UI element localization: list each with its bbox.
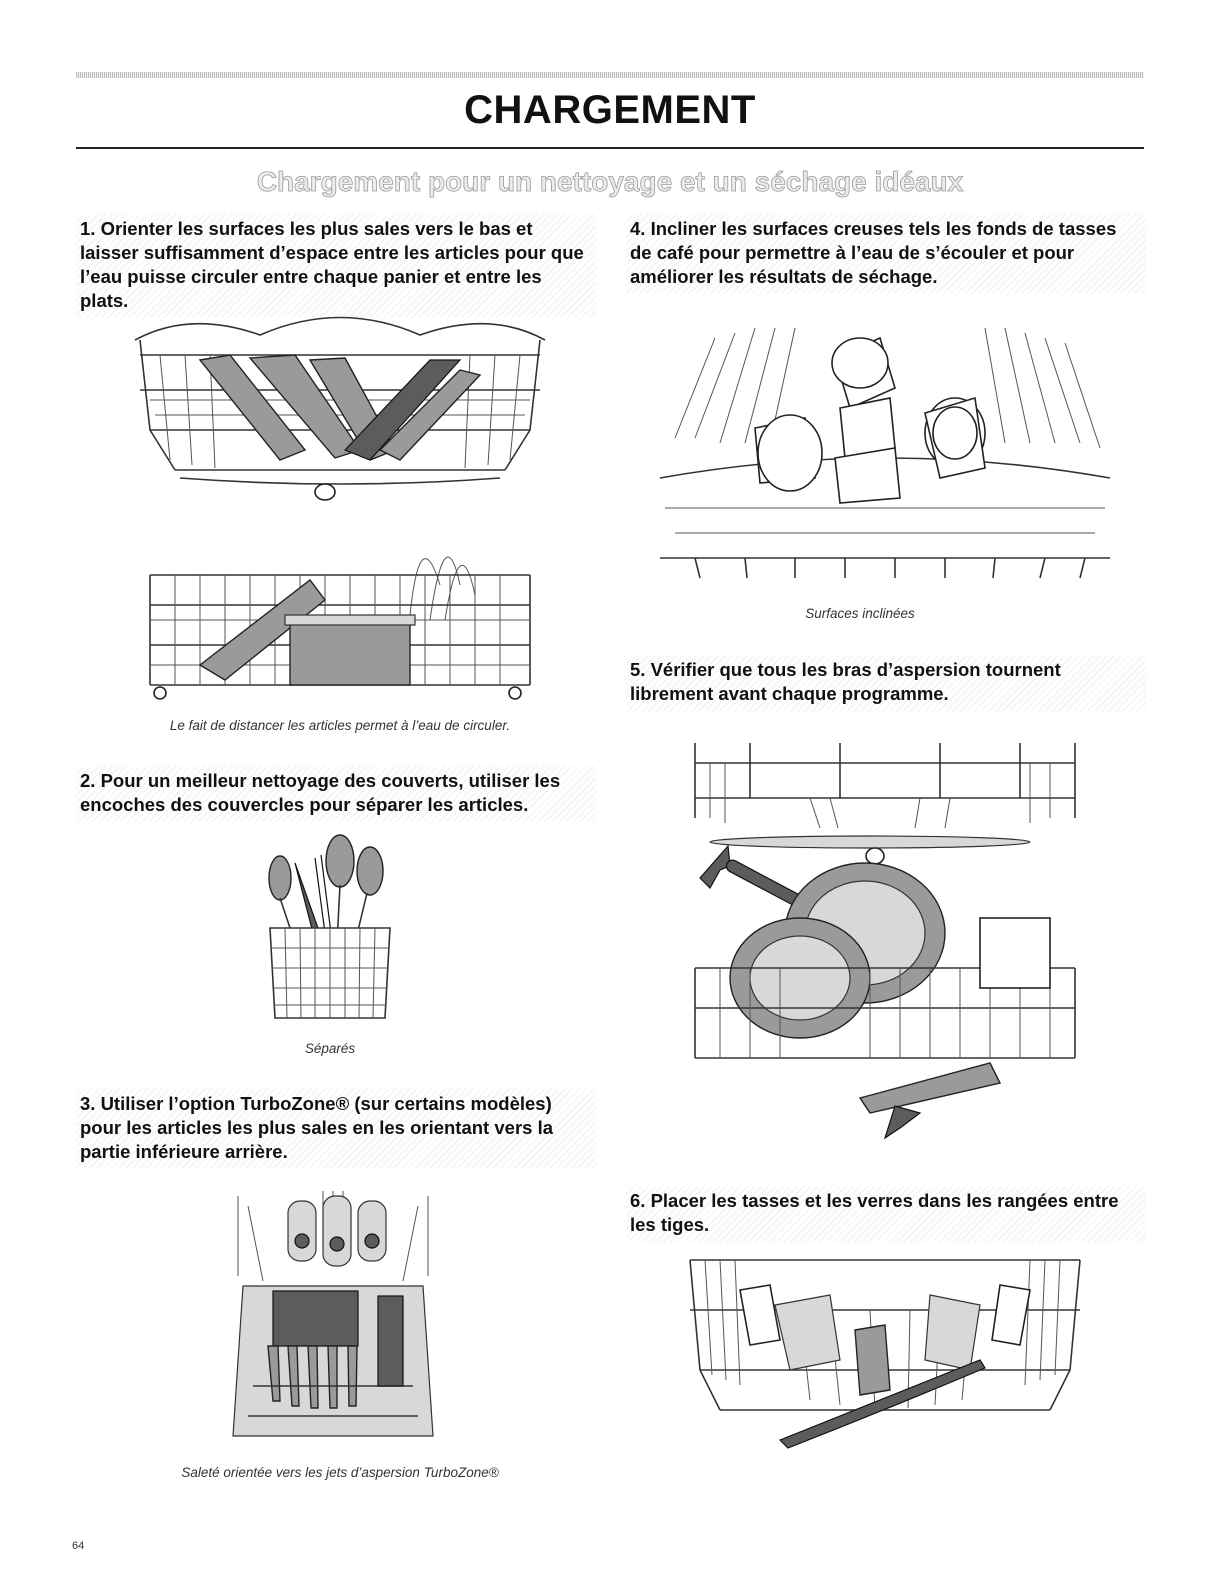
caption-turbozone: Saleté orientée vers les jets d’aspersio… [181,1465,499,1480]
section-subtitle: Chargement pour un nettoyage et un sécha… [256,166,964,198]
step-6-text: 6. Placer les tasses et les verres dans … [626,1186,1146,1242]
caption-inclinees: Surfaces inclinées [805,606,915,621]
step-5-text: 5. Vérifier que tous les bras d’aspersio… [626,655,1146,711]
page-title: CHARGEMENT [464,88,756,132]
title-divider [76,147,1144,149]
caption-separes: Séparés [304,1041,356,1056]
step-3-text: 3. Utiliser l’option TurboZone® (sur cer… [76,1089,596,1169]
step-4-text: 4. Incliner les surfaces creuses tels le… [626,214,1146,294]
top-decorative-rule [76,72,1144,78]
step-1-text: 1. Orienter les surfaces les plus sales … [76,214,596,318]
inclined-cups-illustration [659,327,1111,579]
upper-rack-illustration [134,316,546,501]
lower-rack-illustration [149,556,531,700]
caption-distance: Le fait de distancer les articles permet… [169,718,511,733]
spray-arms-illustration [694,743,1076,1140]
page-number: 64 [72,1540,85,1552]
turbozone-illustration [232,1191,434,1437]
cutlery-basket-illustration [268,834,391,1019]
cups-glasses-rows-illustration [689,1259,1081,1449]
step-2-text: 2. Pour un meilleur nettoyage des couver… [76,766,596,822]
